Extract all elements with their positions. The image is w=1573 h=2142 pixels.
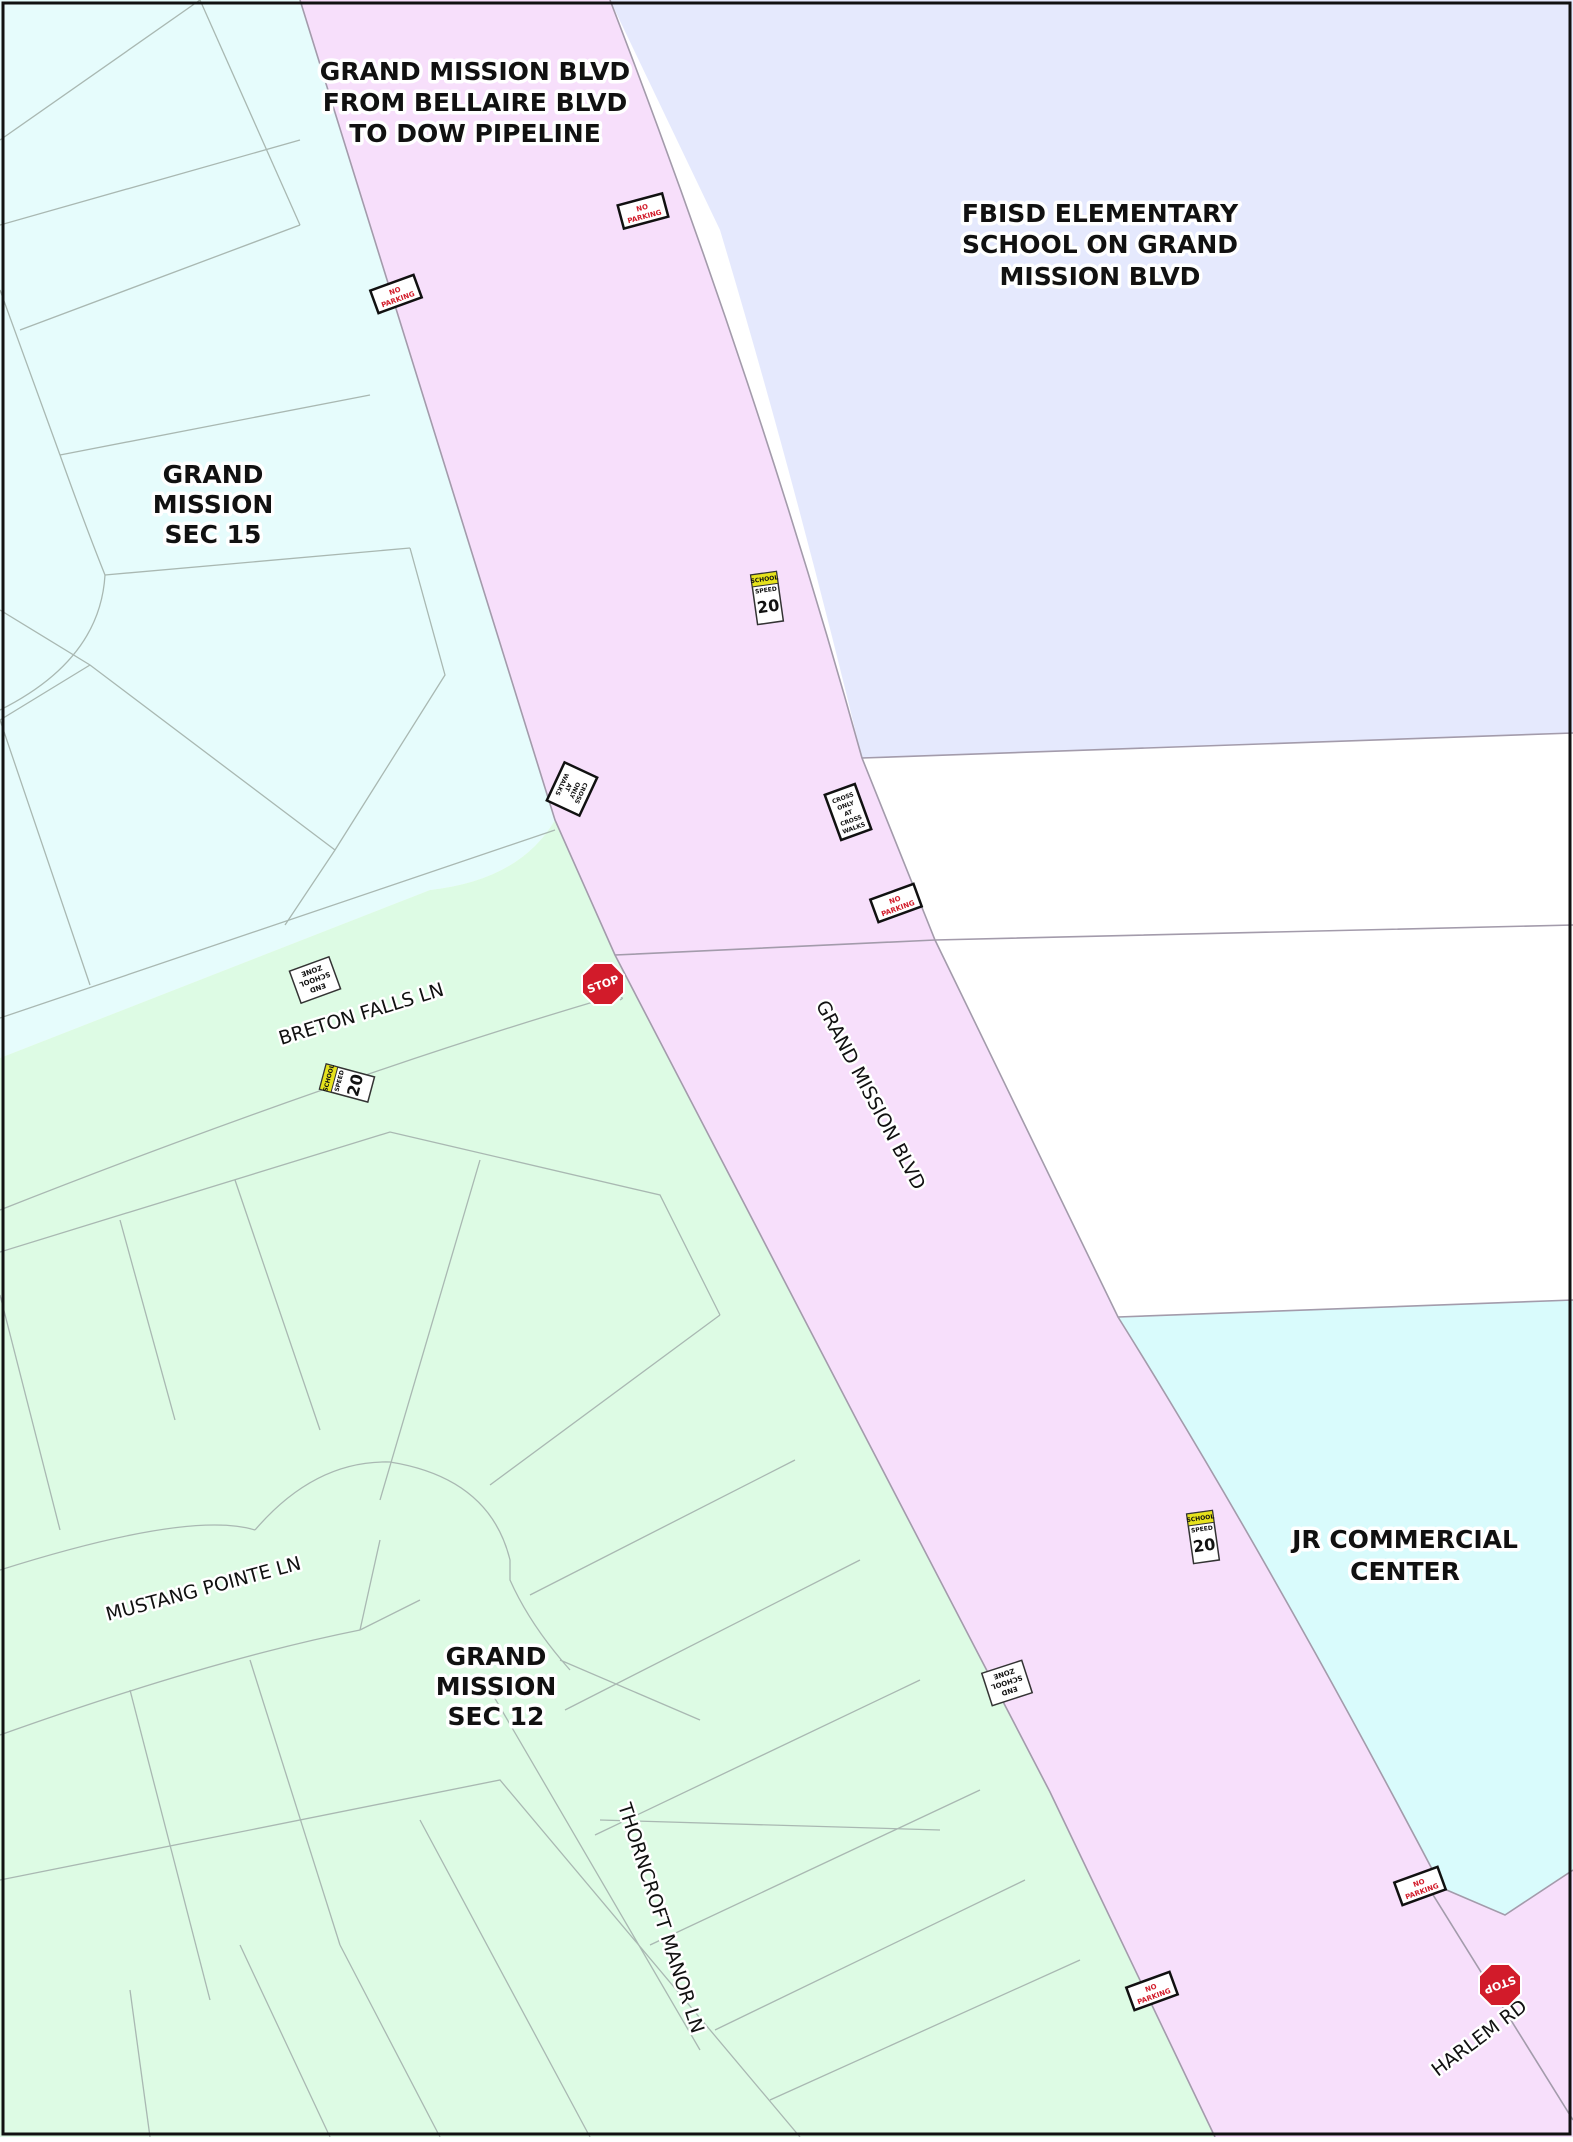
svg-text:NO: NO — [388, 285, 402, 297]
sec12-area — [0, 820, 1215, 2137]
sec12-lot-lines — [0, 996, 1081, 2138]
sec15-area — [0, 0, 555, 1058]
svg-text:TO DOW PIPELINE: TO DOW PIPELINE — [349, 119, 601, 148]
svg-text:NO: NO — [888, 894, 902, 906]
svg-text:GRAND MISSION BLVD: GRAND MISSION BLVD — [320, 57, 630, 86]
svg-text:GRAND: GRAND — [163, 460, 264, 489]
corridor-title-label: GRAND MISSION BLVD FROM BELLAIRE BLVD TO… — [316, 54, 633, 152]
svg-text:SPEED: SPEED — [755, 586, 778, 596]
svg-text:20: 20 — [1192, 1534, 1217, 1556]
svg-text:20: 20 — [756, 595, 781, 617]
svg-text:GRAND: GRAND — [446, 1642, 547, 1671]
commercial-south-line — [1441, 1869, 1573, 1916]
school-speed-limit-sign-icon: SCHOOL SPEED 20 — [318, 1063, 376, 1103]
corridor-area — [300, 0, 1573, 2137]
crosswalk-only-sign-icon: CROSS ONLY AT CROSS WALKS — [823, 782, 873, 842]
svg-text:NO: NO — [1412, 1877, 1426, 1889]
school-speed-limit-sign-icon: SCHOOL SPEED 20 — [1185, 1509, 1221, 1565]
svg-text:MISSION: MISSION — [436, 1672, 557, 1701]
svg-text:SCHOOL: SCHOOL — [750, 574, 779, 585]
stop-sign-icon: STOP — [1478, 1963, 1522, 2007]
svg-text:SEC 15: SEC 15 — [165, 520, 262, 549]
svg-text:AT: AT — [563, 782, 573, 793]
school-speed-limit-sign-icon: SCHOOL SPEED 20 — [749, 570, 785, 626]
commercial-label: JR COMMERCIAL CENTER — [1287, 1522, 1522, 1590]
end-school-zone-sign-icon: END SCHOOL ZONE — [980, 1659, 1034, 1707]
svg-text:SEC 12: SEC 12 — [448, 1702, 545, 1731]
school-label: FBISD ELEMENTARY SCHOOL ON GRAND MISSION… — [958, 196, 1242, 295]
svg-text:AT: AT — [843, 808, 854, 818]
school-south-line — [861, 732, 1573, 759]
sec15-lot-lines — [0, 0, 556, 1019]
svg-text:SPEED: SPEED — [1191, 1525, 1214, 1535]
end-school-zone-sign-icon: END SCHOOL ZONE — [288, 955, 342, 1005]
corridor-east-edge — [609, 0, 1443, 1889]
stop-sign-icon: STOP — [581, 962, 625, 1006]
school-area — [610, 0, 1573, 758]
svg-text:JR COMMERCIAL: JR COMMERCIAL — [1290, 1525, 1518, 1554]
no-parking-sign-icon: NO PARKING — [1392, 1865, 1448, 1907]
commercial-area — [1118, 1300, 1573, 1915]
svg-text:MISSION BLVD: MISSION BLVD — [1000, 262, 1201, 291]
svg-text:SCHOOL: SCHOOL — [1186, 1513, 1215, 1524]
crosswalk-only-sign-icon: CROSS ONLY AT WALKS — [545, 760, 599, 818]
svg-text:NO: NO — [635, 203, 649, 214]
svg-text:MISSION: MISSION — [153, 490, 274, 519]
svg-text:NO: NO — [1144, 1982, 1158, 1994]
commercial-north-line — [1117, 1299, 1573, 1318]
svg-text:CENTER: CENTER — [1350, 1557, 1460, 1586]
no-parking-sign-icon: NO PARKING — [616, 191, 670, 231]
sec15-label: GRAND MISSION SEC 15 — [149, 457, 277, 553]
sec12-label: GRAND MISSION SEC 12 — [432, 1639, 560, 1735]
corridor-boundaries — [299, 0, 1573, 2138]
svg-text:FROM BELLAIRE BLVD: FROM BELLAIRE BLVD — [323, 88, 627, 117]
svg-text:FBISD ELEMENTARY: FBISD ELEMENTARY — [962, 199, 1239, 228]
svg-text:SCHOOL ON GRAND: SCHOOL ON GRAND — [962, 230, 1238, 259]
corridor-cross-line — [614, 924, 1573, 956]
